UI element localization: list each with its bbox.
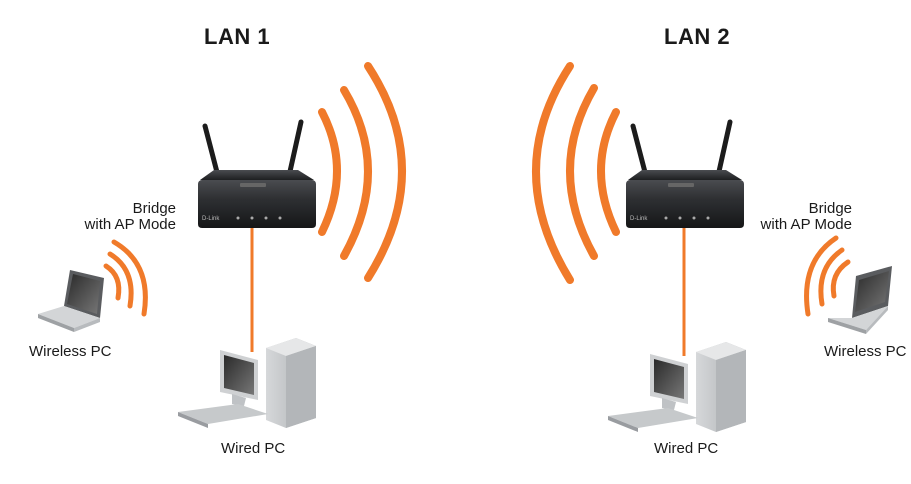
lan1-wired-pc-label: Wired PC (221, 440, 286, 457)
lan2-signal-arc-2 (566, 84, 598, 260)
lan1-wireless-pc-icon (38, 270, 104, 332)
lan1-router-label: Bridge with AP Mode (72, 201, 176, 233)
lan1-signal-arc-2 (340, 86, 372, 260)
lan2-wired-pc-label: Wired PC (654, 440, 719, 457)
lan2-router-label-line2: with AP Mode (760, 216, 852, 233)
lan2-wireless-pc-label: Wireless PC (824, 343, 907, 360)
lan1-router-label-line1: Bridge (132, 200, 176, 217)
lan2-title: LAN 2 (664, 24, 731, 49)
lan2-signal-arc-1 (597, 108, 620, 236)
lan2-laptop-signal (804, 235, 851, 317)
lan2-wireless-pc-icon (828, 266, 892, 334)
lan2-router-brand: D-Link (630, 216, 648, 222)
lan1-laptop-signal (103, 239, 148, 317)
lan1-title: LAN 1 (204, 24, 271, 49)
lan2-router-signal (532, 62, 620, 284)
lan2-router-label-line1: Bridge (808, 200, 852, 217)
lan1-router-icon: D-Link (198, 119, 316, 228)
lan2-wired-pc-icon (608, 342, 746, 432)
lan1-router-brand: D-Link (202, 216, 220, 222)
lan1-signal-arc-3 (364, 62, 406, 282)
lan2-signal-arc-3 (532, 62, 574, 284)
lan1-wireless-pc-label: Wireless PC (29, 343, 112, 360)
lan1-router-label-line2: with AP Mode (84, 216, 176, 233)
lan1-wired-pc-icon (178, 338, 316, 428)
lan1-signal-arc-1 (318, 108, 341, 236)
lan1-router-signal (318, 62, 406, 282)
lan2-router-icon: D-Link (626, 119, 744, 228)
lan2-router-label: Bridge with AP Mode (748, 201, 852, 233)
